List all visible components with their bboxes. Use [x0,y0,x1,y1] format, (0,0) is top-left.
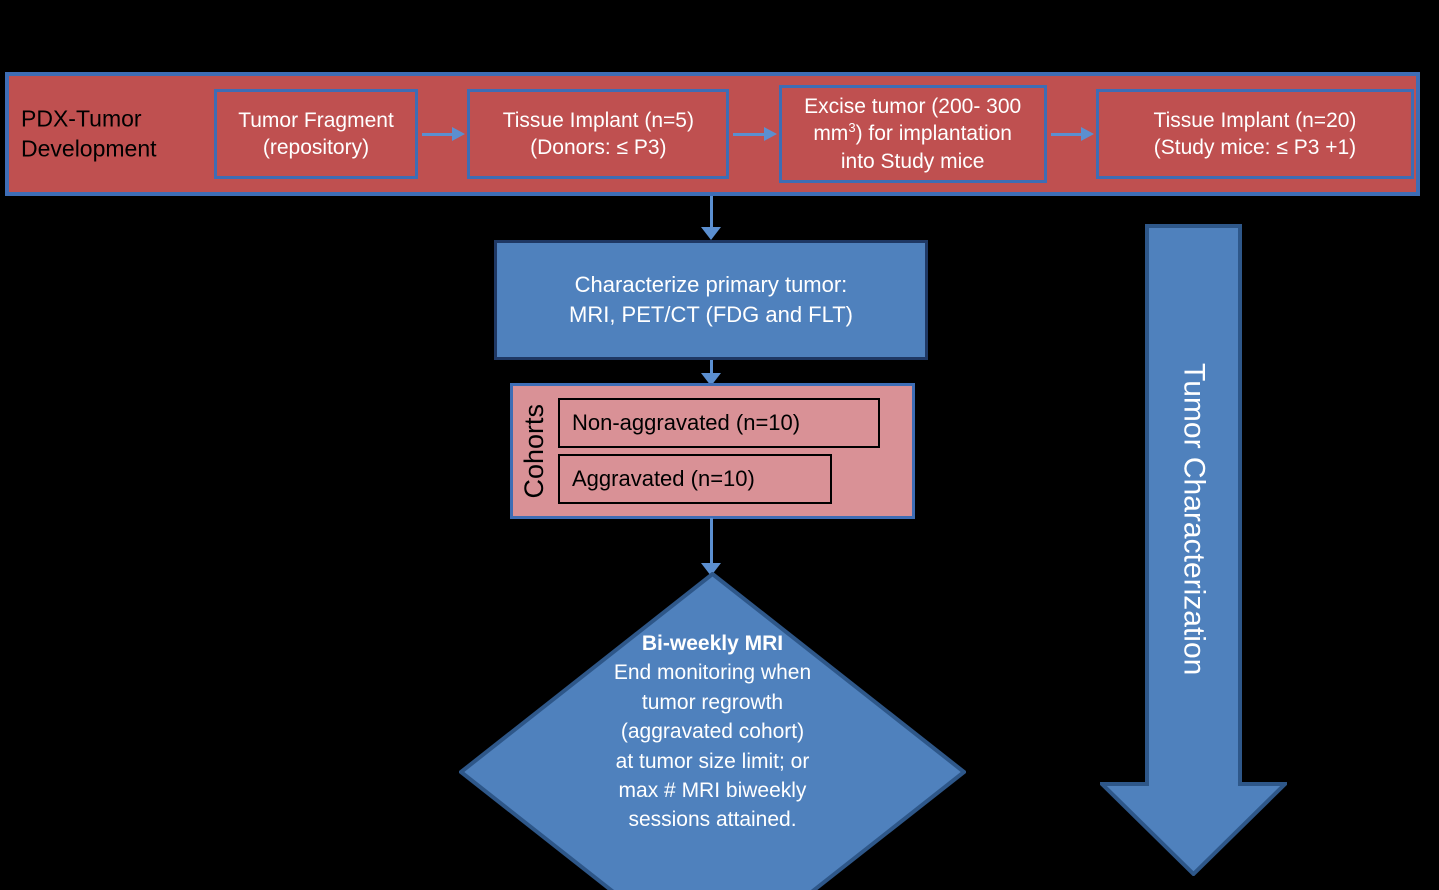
decision-heading: Bi-weekly MRI [641,632,784,655]
step-excise-tumor-line2: mm3) for implantation [813,120,1012,146]
cohort-item-non-aggravated-label: Non-aggravated (n=10) [572,410,801,435]
step-tumor-fragment-line1: Tumor Fragment [238,108,394,132]
step-tissue-implant-donors[interactable]: Tissue Implant (n=5) (Donors: ≤ P3) [467,89,730,179]
characterize-line2: MRI, PET/CT (FDG and FLT) [569,302,853,327]
arrow-head [701,563,721,576]
banner-steps: Tumor Fragment (repository) Tissue Impla… [214,76,1414,192]
step-tissue-implant-study-mice[interactable]: Tissue Implant (n=20) (Study mice: ≤ P3 … [1095,89,1414,179]
step-tumor-fragment-line2: (repository) [262,136,370,159]
arrow-down-large-icon [1100,224,1287,876]
step-tissue-implant-donors-line2: (Donors: ≤ P3) [530,136,667,159]
cohorts-box: Cohorts Non-aggravated (n=10) Aggravated… [510,383,915,519]
characterize-line1: Characterize primary tumor: [574,272,848,298]
arrow-stem [709,360,713,375]
decision-line6: sessions attained. [628,808,797,832]
decision-line2: tumor regrowth [641,690,784,714]
decision-text: Bi-weekly MRI End monitoring when tumor … [548,629,878,835]
step-tumor-fragment[interactable]: Tumor Fragment (repository) [214,89,418,179]
cohorts-list: Non-aggravated (n=10) Aggravated (n=10) [552,398,904,504]
step-tissue-implant-donors-line1: Tissue Implant (n=5) [502,108,694,132]
arrow-down-icon-3 [701,518,721,576]
superscript-three: 3 [848,120,856,136]
banner-title: PDX-Tumor Development [21,104,206,165]
banner-title-line2: Development [21,136,157,162]
cohort-item-aggravated[interactable]: Aggravated (n=10) [558,454,832,504]
banner-title-line1: PDX-Tumor [21,105,142,132]
decision-line5: max # MRI biweekly [618,778,807,802]
step-tissue-implant-study-mice-line1: Tissue Implant (n=20) [1153,108,1357,132]
step-excise-tumor-line3: into Study mice [840,149,985,173]
step-tissue-implant-study-mice-line2: (Study mice: ≤ P3 +1) [1153,136,1357,159]
diamond-shape-icon [459,572,966,890]
step-excise-tumor[interactable]: Excise tumor (200- 300 mm3) for implanta… [778,85,1047,183]
arrow-stem [709,518,713,565]
arrow-head [701,227,721,240]
characterize-primary-tumor-box[interactable]: Characterize primary tumor: MRI, PET/CT … [494,240,928,360]
bi-weekly-mri-decision[interactable]: Bi-weekly MRI End monitoring when tumor … [459,572,966,890]
arrow-right-icon-3 [1047,127,1096,141]
decision-line4: at tumor size limit; or [615,749,810,773]
arrow-right-icon-2 [729,127,778,141]
arrow-head [701,373,721,386]
step-excise-tumor-line1: Excise tumor (200- 300 [804,95,1022,119]
decision-line1: End monitoring when [613,661,812,685]
arrow-down-icon-2 [701,360,721,386]
cohorts-label: Cohorts [519,403,549,499]
tumor-characterization-phase-arrow: Tumor Characterization [1100,224,1287,876]
decision-line3: (aggravated cohort) [620,720,805,744]
arrow-stem [709,196,713,229]
arrow-down-icon-1 [701,196,721,240]
cohort-item-aggravated-label: Aggravated (n=10) [572,466,755,491]
pdx-tumor-development-banner: PDX-Tumor Development Tumor Fragment (re… [5,72,1420,196]
arrow-right-icon-1 [418,127,467,141]
cohort-item-non-aggravated[interactable]: Non-aggravated (n=10) [558,398,880,448]
